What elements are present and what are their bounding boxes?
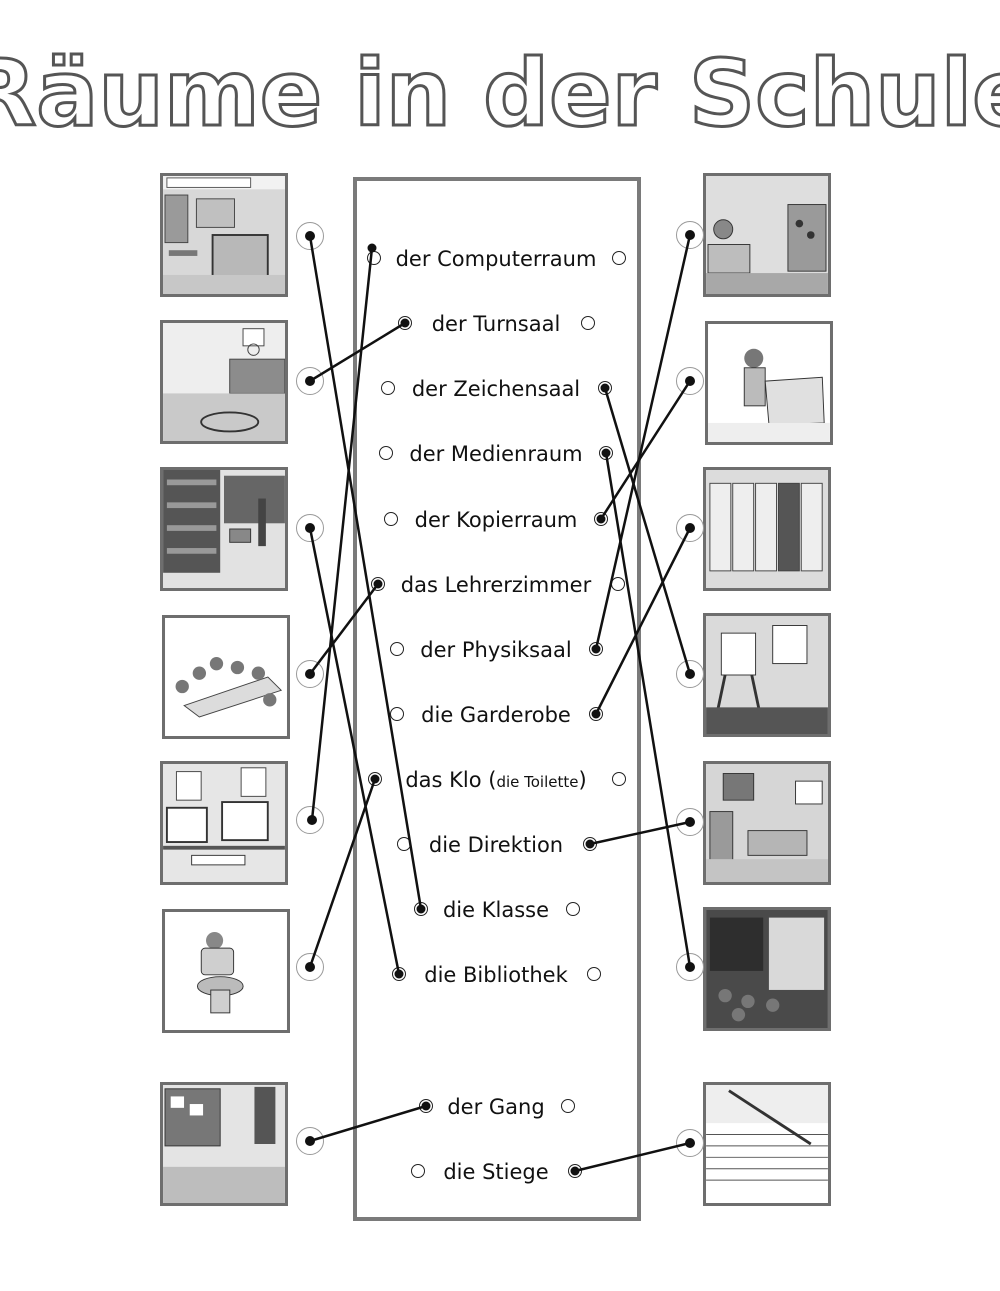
picture-dot-physics-lab[interactable] xyxy=(676,221,704,249)
word-stiege: die Stiege xyxy=(443,1160,549,1184)
word-physiksaal: der Physiksaal xyxy=(420,638,572,662)
word-zeichensaal: der Zeichensaal xyxy=(411,377,581,401)
picture-art-room xyxy=(703,613,831,737)
picture-copy-room xyxy=(705,321,833,445)
word-dot-left-lehrerzimmer[interactable] xyxy=(371,577,385,591)
word-dot-right-gang[interactable] xyxy=(561,1099,575,1113)
picture-dot-hallway[interactable] xyxy=(296,1127,324,1155)
word-dot-right-garderobe[interactable] xyxy=(589,707,603,721)
picture-dot-stairs[interactable] xyxy=(676,1129,704,1157)
picture-computer-room xyxy=(160,761,288,885)
word-gang: der Gang xyxy=(447,1095,545,1119)
picture-principal-office xyxy=(703,761,831,885)
picture-dot-gym[interactable] xyxy=(296,367,324,395)
word-garderobe: die Garderobe xyxy=(421,703,571,727)
word-dot-right-lehrerzimmer[interactable] xyxy=(611,577,625,591)
word-turnsaal: der Turnsaal xyxy=(431,312,561,336)
picture-dot-teachers-room[interactable] xyxy=(296,660,324,688)
picture-dot-lockers[interactable] xyxy=(676,514,704,542)
word-dot-right-zeichensaal[interactable] xyxy=(598,381,612,395)
picture-dot-classroom[interactable] xyxy=(296,222,324,250)
word-dot-right-kopierraum[interactable] xyxy=(594,512,608,526)
word-dot-right-physiksaal[interactable] xyxy=(589,642,603,656)
word-klo-note: die Toilette xyxy=(496,773,579,791)
word-medienraum: der Medienraum xyxy=(409,442,583,466)
picture-toilet xyxy=(162,909,290,1033)
word-dot-left-turnsaal[interactable] xyxy=(398,316,412,330)
picture-physics-lab xyxy=(703,173,831,297)
word-dot-right-medienraum[interactable] xyxy=(599,446,613,460)
word-klasse: die Klasse xyxy=(442,898,550,922)
picture-dot-art-room[interactable] xyxy=(676,660,704,688)
word-direktion: die Direktion xyxy=(428,833,564,857)
word-dot-left-gang[interactable] xyxy=(419,1099,433,1113)
word-dot-right-turnsaal[interactable] xyxy=(581,316,595,330)
page-title: Räume in der Schule xyxy=(0,39,1000,149)
word-dot-left-bibliothek[interactable] xyxy=(392,967,406,981)
word-dot-left-medienraum[interactable] xyxy=(379,446,393,460)
word-dot-left-physiksaal[interactable] xyxy=(390,642,404,656)
picture-hallway xyxy=(160,1082,288,1206)
word-lehrerzimmer: das Lehrerzimmer xyxy=(400,573,592,597)
word-klo: das Klo (die Toilette) xyxy=(405,768,587,792)
word-dot-left-direktion[interactable] xyxy=(397,837,411,851)
picture-dot-toilet[interactable] xyxy=(296,953,324,981)
word-dot-right-stiege[interactable] xyxy=(568,1164,582,1178)
picture-media-room xyxy=(703,907,831,1031)
picture-dot-principal-office[interactable] xyxy=(676,808,704,836)
word-dot-left-klasse[interactable] xyxy=(414,902,428,916)
word-dot-left-garderobe[interactable] xyxy=(390,707,404,721)
picture-dot-computer-room[interactable] xyxy=(296,806,324,834)
word-dot-left-computerraum[interactable] xyxy=(367,251,381,265)
word-computerraum: der Computerraum xyxy=(395,247,597,271)
word-dot-left-kopierraum[interactable] xyxy=(384,512,398,526)
word-dot-right-bibliothek[interactable] xyxy=(587,967,601,981)
word-dot-right-computerraum[interactable] xyxy=(612,251,626,265)
picture-library xyxy=(160,467,288,591)
word-kopierraum: der Kopierraum xyxy=(414,508,578,532)
picture-lockers xyxy=(703,467,831,591)
picture-dot-copy-room[interactable] xyxy=(676,367,704,395)
word-dot-left-klo[interactable] xyxy=(368,772,382,786)
picture-teachers-room xyxy=(162,615,290,739)
word-dot-right-direktion[interactable] xyxy=(583,837,597,851)
picture-dot-media-room[interactable] xyxy=(676,953,704,981)
word-dot-right-klasse[interactable] xyxy=(566,902,580,916)
word-dot-right-klo[interactable] xyxy=(612,772,626,786)
word-dot-left-zeichensaal[interactable] xyxy=(381,381,395,395)
picture-classroom xyxy=(160,173,288,297)
picture-dot-library[interactable] xyxy=(296,514,324,542)
word-bibliothek: die Bibliothek xyxy=(424,963,568,987)
word-dot-left-stiege[interactable] xyxy=(411,1164,425,1178)
picture-gym xyxy=(160,320,288,444)
picture-stairs xyxy=(703,1082,831,1206)
page-title-text: Räume in der Schule xyxy=(0,40,1000,147)
